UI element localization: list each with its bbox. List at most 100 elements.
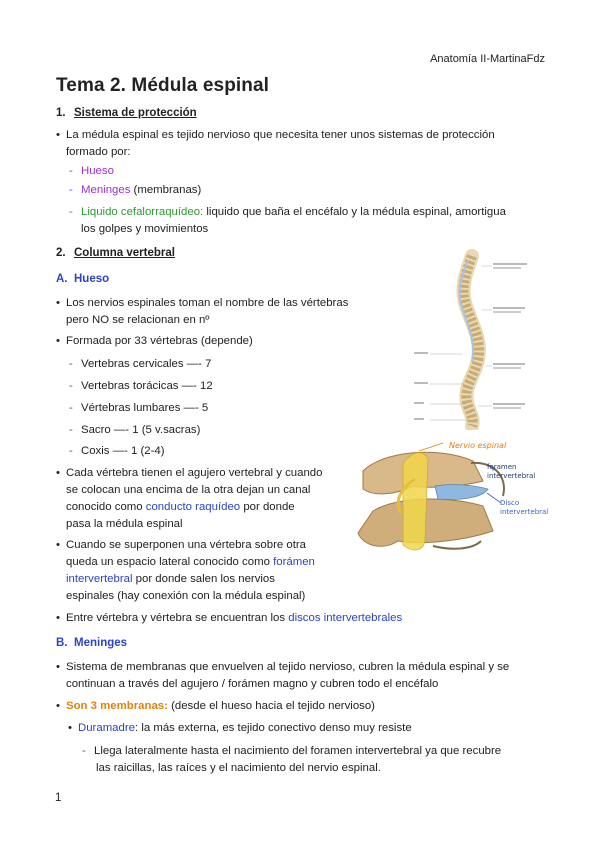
list-item-lcr-cont: los golpes y movimientos (81, 223, 209, 235)
section-1-label: Sistema de protección (74, 107, 197, 119)
subsection-b-number: B. (56, 637, 68, 649)
header-author: Anatomía II-MartinaFdz (430, 53, 545, 65)
subsection-a-heading: A. Hueso (56, 273, 109, 285)
dash-marker: - (69, 424, 73, 436)
vertebra-figure: Nervio espinal foramen intervertebral Di… (343, 441, 553, 565)
term-discos: discos intervertebrales (288, 612, 403, 624)
term-conducto-raquideo: conducto raquídeo (145, 501, 241, 513)
bullet-continuation: intervertebral por donde salen los nervi… (66, 571, 275, 588)
bullet-continuation: formado por: (66, 146, 131, 158)
term-foramen: forámen (273, 556, 315, 568)
bullet-dot: • (56, 661, 60, 673)
item-text: Hueso (81, 165, 114, 177)
item-text: Llega lateralmente hasta el nacimiento d… (94, 745, 502, 757)
label-foramen: foramen intervertebral (487, 463, 535, 481)
bullet-continuation: pasa la médula espinal (66, 518, 183, 530)
bullet-dot: • (56, 129, 60, 141)
label-disco-line-1: Disco (500, 499, 520, 507)
dash-marker: - (69, 206, 73, 218)
bullet-dot: • (56, 467, 60, 479)
section-2-label: Columna vertebral (74, 247, 175, 259)
spine-illustration (414, 249, 527, 430)
bullet-duramadre: • Duramadre: la más externa, es tejido co… (68, 720, 412, 737)
subsection-b-heading: B. Meninges (56, 637, 127, 649)
page-number: 1 (55, 792, 62, 804)
bullet-continuation: conocido como conducto raquídeo por dond… (66, 499, 295, 516)
subsection-b-label: Meninges (74, 637, 128, 649)
bullet-dot: • (56, 539, 60, 551)
bullet-dot: • (56, 297, 60, 309)
bullet-dot: • (56, 335, 60, 347)
item-text: Sacro —- 1 (5 v.sacras) (81, 424, 201, 436)
item-text: Liquido cefalorraquídeo: (81, 206, 204, 218)
bullet-continuation: pero NO se relacionan en nº (66, 314, 210, 326)
list-item-llega: -Llega lateralmente hasta el nacimiento … (82, 743, 501, 760)
spine-label-decoration (414, 263, 527, 420)
bullet-text: Sistema de membranas que envuelven al te… (66, 661, 510, 673)
section-1-number: 1. (56, 107, 66, 119)
term-duramadre: Duramadre (78, 722, 135, 734)
text-run: queda un espacio lateral conocido como (66, 556, 274, 568)
dash-marker: - (69, 358, 73, 370)
item-suffix: liquido que baña el encéfalo y la médula… (203, 206, 506, 218)
list-item-vertebra: -Vértebras lumbares —- 5 (69, 400, 208, 417)
bullet-discos: • Entre vértebra y vértebra se encuentran… (56, 610, 402, 627)
section-2-number: 2. (56, 247, 66, 259)
dash-marker: - (69, 380, 73, 392)
bullet-dot: • (56, 612, 60, 624)
text-run: por donde (240, 501, 295, 513)
bullet-continuation: continuan a través del agujero / forámen… (66, 678, 439, 690)
section-1-bullet: • La médula espinal es tejido nervioso qu… (56, 127, 495, 144)
bullet-text: Los nervios espinales toman el nombre de… (66, 297, 349, 309)
term-intervertebral: intervertebral (66, 573, 133, 585)
label-nervio-espinal: Nervio espinal (449, 441, 507, 450)
item-text: Coxis —- 1 (2-4) (81, 445, 165, 457)
bullet-continuation: espinales (hay conexión con la médula es… (66, 590, 306, 602)
text-run: (desde el hueso hacia el tejido nervioso… (167, 700, 375, 712)
bullet-text: Cuando se superponen una vértebra sobre … (66, 539, 306, 551)
list-item-vertebra: -Coxis —- 1 (2-4) (69, 443, 165, 460)
item-text: Vertebras torácicas —- 12 (81, 380, 213, 392)
item-text: Meninges (81, 184, 131, 196)
item-suffix: (membranas) (130, 184, 202, 196)
bullet-continuation: las raicillas, las raíces y el nacimient… (96, 762, 381, 774)
label-foramen-line-1: foramen (487, 463, 517, 471)
bullet-continuation: queda un espacio lateral conocido como f… (66, 554, 315, 571)
section-1-heading: 1. Sistema de protección (56, 107, 197, 119)
list-item-hueso: -Hueso (69, 163, 114, 180)
bullet-continuation: se colocan una encima de la otra dejan u… (66, 484, 311, 496)
term-son-3-membranas: Son 3 membranas: (66, 700, 168, 712)
list-item-vertebra: -Sacro —- 1 (5 v.sacras) (69, 422, 200, 439)
list-item-vertebra: -Vertebras cervicales —- 7 (69, 356, 211, 373)
section-2-heading: 2. Columna vertebral (56, 247, 175, 259)
vertebra-illustration (357, 442, 505, 551)
page-title: Tema 2. Médula espinal (56, 75, 270, 96)
dash-marker: - (69, 402, 73, 414)
bullet-dot: • (68, 722, 72, 734)
item-text: Vertebras cervicales —- 7 (81, 358, 212, 370)
dash-marker: - (69, 184, 73, 196)
bullet-son-3: • Son 3 membranas: (desde el hueso hacia … (56, 698, 375, 715)
dash-marker: - (69, 445, 73, 457)
bullet-text: Cada vértebra tienen el agujero vertebra… (66, 467, 323, 479)
bullet-dot: • (56, 700, 60, 712)
list-item-lcr: -Liquido cefalorraquídeo: liquido que ba… (69, 204, 506, 221)
subsection-a-number: A. (56, 273, 68, 285)
text-run: : la más externa, es tejido conectivo de… (134, 722, 412, 734)
dash-marker: - (82, 745, 86, 757)
list-item-meninges: -Meninges (membranas) (69, 182, 201, 199)
bullet-superponen: • Cuando se superponen una vértebra sobre… (56, 537, 306, 554)
bullet-text: Formada por 33 vértebras (depende) (66, 335, 253, 347)
bullet-membranas: • Sistema de membranas que envuelven al t… (56, 659, 509, 676)
item-text: Vértebras lumbares —- 5 (81, 402, 209, 414)
label-disco-line-2: intervertebral (500, 508, 549, 516)
dash-marker: - (69, 165, 73, 177)
bullet-text: La médula espinal es tejido nervioso que… (66, 129, 495, 141)
label-foramen-line-2: intervertebral (487, 472, 536, 480)
bullet-text: Entre vértebra y vértebra se encuentran … (66, 612, 289, 624)
label-disco: Disco intervertebral (500, 499, 548, 517)
subsection-a-label: Hueso (74, 273, 110, 285)
bullet-formada: • Formada por 33 vértebras (depende) (56, 333, 253, 350)
list-item-vertebra: -Vertebras torácicas —- 12 (69, 378, 213, 395)
text-run: por donde salen los nervios (132, 573, 275, 585)
